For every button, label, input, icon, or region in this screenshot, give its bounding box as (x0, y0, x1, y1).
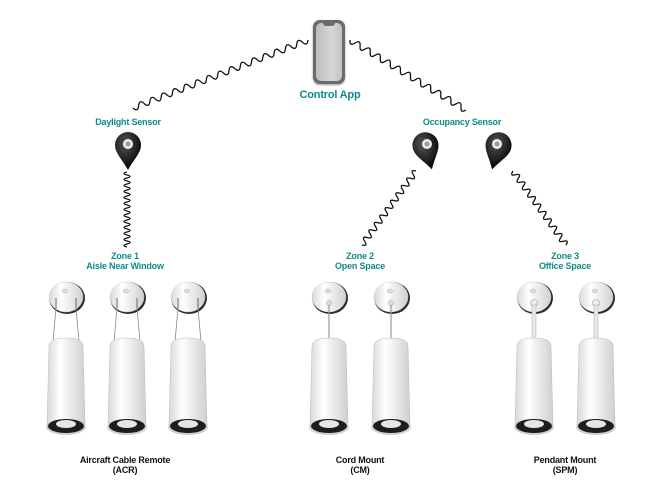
zone-1-description: Aisle Near Window (86, 261, 164, 271)
caption-spm-code: (SPM) (552, 465, 578, 475)
caption-acr-code: (ACR) (112, 465, 138, 475)
zone-2-description: Open Space (334, 261, 386, 271)
control-app-label: Control App (299, 89, 361, 101)
caption-cm-title: Cord Mount (335, 455, 385, 465)
light-fixture-cord (371, 281, 411, 435)
light-fixture-cable (107, 281, 147, 435)
zone-3-name: Zone 3 (551, 251, 579, 261)
zone-1-name: Zone 1 (111, 251, 139, 261)
light-fixture-cord (309, 281, 349, 435)
zone-2-name: Zone 2 (346, 251, 374, 261)
occupancy-sensor-pin-icon (485, 132, 512, 170)
light-fixture-pendant (514, 281, 554, 435)
link-app-daylight (132, 39, 309, 111)
link-app-occupancy (349, 39, 467, 112)
light-fixture-cable (46, 281, 86, 435)
caption-cm: Cord Mount(CM) (336, 455, 385, 475)
caption-cm-code: (CM) (350, 465, 370, 475)
caption-acr: Aircraft Cable Remote(ACR) (79, 455, 171, 475)
occupancy-sensor-label: Occupancy Sensor (422, 117, 502, 127)
occupancy-sensor-pin-icon (412, 132, 439, 170)
caption-spm-title: Pendant Mount (533, 455, 597, 465)
link-daylight-zone1 (123, 171, 131, 248)
link-occupancy-zone3 (511, 170, 568, 246)
link-occupancy-zone2 (361, 169, 417, 247)
daylight-sensor-label: Daylight Sensor (95, 117, 161, 127)
smartphone-icon (313, 20, 345, 84)
caption-acr-title: Aircraft Cable Remote (79, 455, 171, 465)
light-fixture-pendant (576, 281, 616, 435)
daylight-sensor-pin-icon (115, 132, 141, 170)
light-fixture-cable (168, 281, 208, 435)
zone-3-description: Office Space (538, 261, 592, 271)
caption-spm: Pendant Mount(SPM) (533, 455, 597, 475)
